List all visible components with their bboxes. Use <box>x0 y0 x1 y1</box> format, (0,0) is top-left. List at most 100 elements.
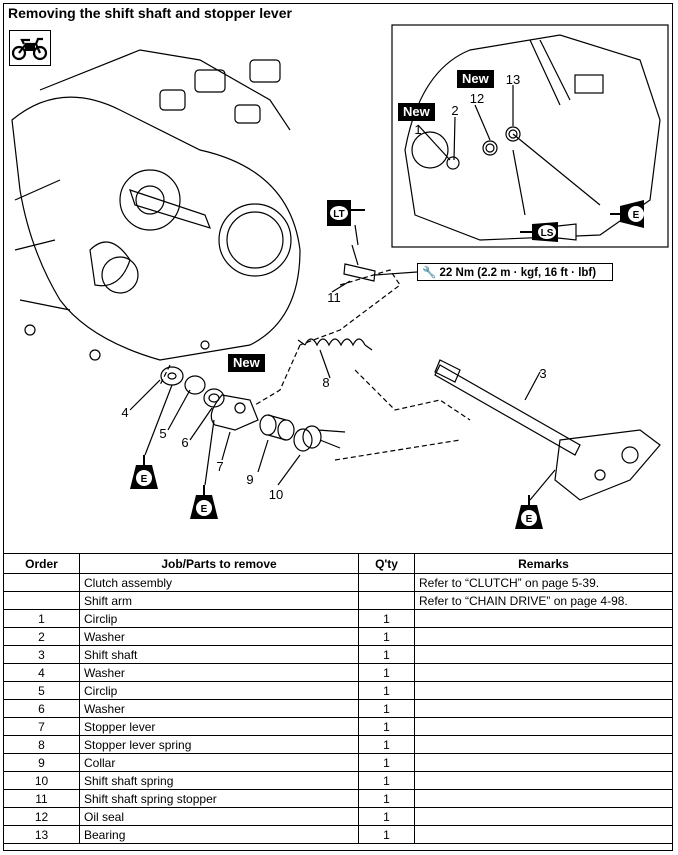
new-badge-circlip-1: New <box>398 103 435 121</box>
row-remarks <box>414 645 673 664</box>
row-job: Bearing <box>79 825 359 844</box>
row-job: Shift shaft spring stopper <box>79 789 359 808</box>
row-order: 5 <box>3 681 80 700</box>
lube-dropper-lt <box>327 200 365 226</box>
row-qty: 1 <box>358 627 415 646</box>
callout-12: 12 <box>470 91 484 106</box>
callout-8: 8 <box>322 375 329 390</box>
row-job: Collar <box>79 753 359 772</box>
row-qty <box>358 573 415 592</box>
row-order: 3 <box>3 645 80 664</box>
lube-e-label-2: E <box>201 504 208 515</box>
lube-dropper-ls <box>520 222 577 242</box>
lube-dropper-e-washer <box>130 455 158 489</box>
row-order: 2 <box>3 627 80 646</box>
wrench-icon: 🔧 <box>422 267 437 279</box>
page-title: Removing the shift shaft and stopper lev… <box>8 5 292 21</box>
row-order: 1 <box>3 609 80 628</box>
callout-7: 7 <box>216 459 223 474</box>
row-job: Stopper lever <box>79 717 359 736</box>
lube-e-label-1: E <box>141 474 148 485</box>
row-order: 4 <box>3 663 80 682</box>
row-remarks <box>414 807 673 826</box>
header-qty: Q'ty <box>358 553 415 574</box>
row-order: 11 <box>3 789 80 808</box>
torque-spec: 🔧 22 Nm (2.2 m · kgf, 16 ft · lbf) <box>417 263 613 281</box>
row-qty <box>358 591 415 610</box>
row-qty: 1 <box>358 699 415 718</box>
header-remarks: Remarks <box>414 553 673 574</box>
row-remarks <box>414 825 673 844</box>
row-job: Shift arm <box>79 591 359 610</box>
row-qty: 1 <box>358 645 415 664</box>
row-qty: 1 <box>358 663 415 682</box>
row-remarks <box>414 717 673 736</box>
callout-10: 10 <box>269 487 283 502</box>
row-remarks <box>414 627 673 646</box>
row-qty: 1 <box>358 771 415 790</box>
lube-e-label-4: E <box>633 210 640 221</box>
row-qty: 1 <box>358 735 415 754</box>
row-remarks <box>414 753 673 772</box>
row-order: 7 <box>3 717 80 736</box>
new-badge-stopper: New <box>228 354 265 372</box>
row-order: 6 <box>3 699 80 718</box>
row-job: Washer <box>79 627 359 646</box>
row-job: Shift shaft <box>79 645 359 664</box>
row-job: Washer <box>79 699 359 718</box>
row-qty: 1 <box>358 681 415 700</box>
row-remarks <box>414 663 673 682</box>
table-row: Shift arm Refer to “CHAIN DRIVE” on page … <box>3 591 673 610</box>
torque-value: 22 Nm (2.2 m · kgf, 16 ft · lbf) <box>439 267 597 279</box>
callout-13: 13 <box>506 72 520 87</box>
motorcycle-icon <box>9 30 51 66</box>
header-job: Job/Parts to remove <box>79 553 359 574</box>
lube-e-label-3: E <box>526 514 533 525</box>
row-remarks: Refer to “CHAIN DRIVE” on page 4-98. <box>414 591 673 610</box>
row-order <box>3 573 80 592</box>
lube-dropper-e-shaft <box>515 495 543 529</box>
row-job: Circlip <box>79 681 359 700</box>
callout-6: 6 <box>181 435 188 450</box>
row-qty: 1 <box>358 753 415 772</box>
row-remarks <box>414 789 673 808</box>
row-order: 13 <box>3 825 80 844</box>
row-order: 12 <box>3 807 80 826</box>
row-order: 10 <box>3 771 80 790</box>
row-qty: 1 <box>358 807 415 826</box>
row-job: Washer <box>79 663 359 682</box>
motorcycle-icon-graphic <box>11 37 48 61</box>
callout-4: 4 <box>121 405 128 420</box>
row-job: Clutch assembly <box>79 573 359 592</box>
parts-table: Order Job/Parts to remove Q'ty Remarks C… <box>3 553 673 844</box>
exploded-diagram: E E E E LS LT 1 2 3 4 5 6 7 8 9 10 11 12… <box>11 24 669 529</box>
row-remarks <box>414 609 673 628</box>
row-remarks <box>414 735 673 754</box>
callout-2: 2 <box>451 103 458 118</box>
new-badge-oil-seal-12: New <box>457 70 494 88</box>
row-qty: 1 <box>358 825 415 844</box>
callout-5: 5 <box>159 426 166 441</box>
inset-box <box>391 24 669 248</box>
row-qty: 1 <box>358 717 415 736</box>
row-qty: 1 <box>358 789 415 808</box>
page-frame <box>3 3 673 851</box>
callout-3: 3 <box>539 366 546 381</box>
callout-9: 9 <box>246 472 253 487</box>
callout-1: 1 <box>414 122 421 137</box>
row-qty: 1 <box>358 609 415 628</box>
lube-markers <box>130 200 644 529</box>
row-remarks <box>414 771 673 790</box>
